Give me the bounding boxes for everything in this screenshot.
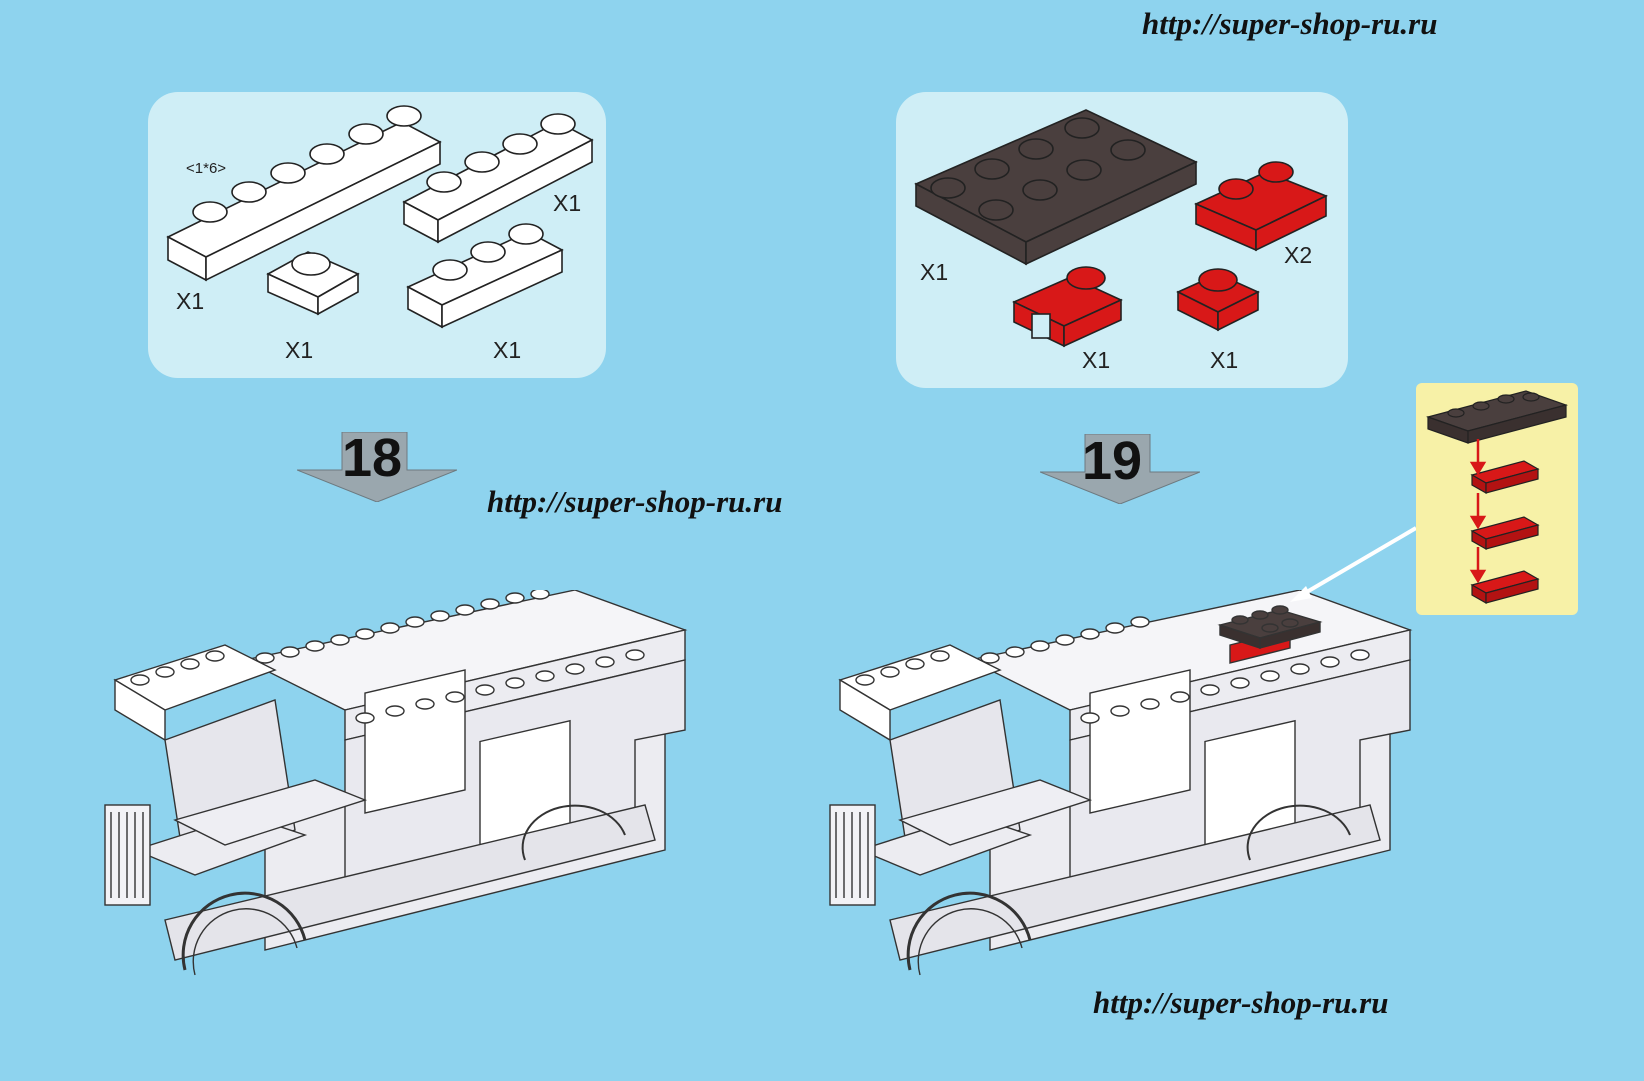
step-18-number: 18 bbox=[342, 428, 403, 488]
part-qty-red-1x1: X1 bbox=[1210, 347, 1239, 373]
parts-illustration-step-18 bbox=[166, 105, 594, 329]
red-clip-plate-icon bbox=[1012, 266, 1123, 348]
step-19-number: 19 bbox=[1082, 431, 1143, 491]
white-plate-1x6-icon bbox=[166, 105, 442, 282]
step-18-arrow bbox=[297, 432, 457, 502]
white-plate-1x4-icon bbox=[402, 113, 594, 244]
part-qty-1x3: X1 bbox=[493, 337, 522, 363]
inset-stack-illustration bbox=[1425, 390, 1569, 605]
part-qty-1x4: X1 bbox=[553, 190, 582, 216]
assembly-detail-inset bbox=[1416, 383, 1578, 615]
white-plate-1x3-icon bbox=[406, 223, 564, 329]
added-parts-stack bbox=[1217, 605, 1323, 664]
red-plate-1x1-icon bbox=[1176, 268, 1260, 332]
watermark-top-right: http://super-shop-ru.ru bbox=[1142, 6, 1438, 41]
parts-illustration-step-19 bbox=[914, 109, 1328, 348]
part-qty-dark-2x4: X1 bbox=[920, 259, 949, 285]
dark-plate-2x4-icon bbox=[914, 109, 1198, 266]
part-qty-red-1x2: X2 bbox=[1284, 242, 1313, 268]
watermark-bottom-right: http://super-shop-ru.ru bbox=[1093, 985, 1389, 1020]
white-plate-1x1-icon bbox=[266, 251, 360, 316]
step-19-arrow bbox=[1040, 434, 1200, 504]
parts-panel-step-19: X1 X2 X1 X1 bbox=[896, 92, 1348, 388]
vehicle-model-step-18 bbox=[104, 590, 688, 976]
watermark-middle: http://super-shop-ru.ru bbox=[487, 484, 783, 519]
part-qty-1x6: X1 bbox=[176, 288, 205, 314]
vehicle-model-step-19 bbox=[829, 590, 1413, 976]
part-qty-red-clip: X1 bbox=[1082, 347, 1111, 373]
red-plate-1x2-icon bbox=[1194, 161, 1328, 252]
parts-panel-step-18: <1*6> X1 X1 X1 X1 bbox=[148, 92, 606, 378]
part-qty-1x1: X1 bbox=[285, 337, 314, 363]
part-size-label: <1*6> bbox=[186, 160, 227, 177]
